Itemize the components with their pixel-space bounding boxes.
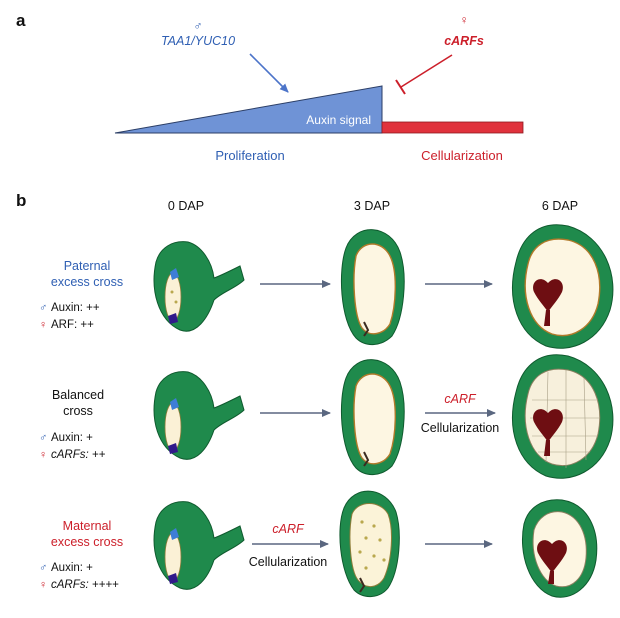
- row2-arrow2-bottom-label: Cellularization: [421, 421, 500, 435]
- auxin-signal-wedge: [114, 85, 383, 134]
- panel-b-label: b: [16, 191, 26, 210]
- row1-auxin-level: Auxin: ++: [51, 302, 100, 314]
- row2-title-line2: cross: [63, 404, 93, 418]
- activation-arrow: [249, 53, 289, 93]
- row2-title-line1: Balanced: [52, 388, 104, 402]
- row2-arf-level: cARFs: ++: [51, 449, 106, 461]
- inhibition-arrow: [400, 54, 453, 88]
- timepoint-0-dap: 0 DAP: [168, 199, 204, 213]
- row-maternal-excess: Maternal excess cross ♂ Auxin: + ♀ cARFs…: [39, 490, 598, 598]
- row3-auxin-level: Auxin: +: [51, 562, 93, 574]
- seed-6dap-row2: [512, 354, 614, 479]
- seed-0dap-row1: [153, 241, 245, 332]
- row3-female-symbol: ♀: [39, 579, 47, 591]
- row3-arf-level: cARFs: ++++: [51, 579, 119, 591]
- timepoint-3-dap: 3 DAP: [354, 199, 390, 213]
- row3-male-symbol: ♂: [39, 562, 47, 574]
- male-symbol-a: ♂: [194, 19, 203, 33]
- seed-6dap-row1: [512, 224, 614, 349]
- seed-0dap-row3: [153, 501, 245, 590]
- seed-3dap-row2: [340, 359, 405, 475]
- row1-arf-level: ARF: ++: [51, 319, 94, 331]
- seed-3dap-row3: [339, 490, 400, 597]
- timepoint-6-dap: 6 DAP: [542, 199, 578, 213]
- arf-bar: [381, 121, 524, 134]
- row3-arrow1-top-label: cARF: [272, 522, 305, 536]
- auxin-signal-label: Auxin signal: [306, 113, 371, 127]
- row-paternal-excess: Paternal excess cross ♂ Auxin: ++ ♀ ARF:…: [39, 224, 614, 349]
- cellularization-phase-label: Cellularization: [421, 148, 503, 163]
- row2-arrow2-top-label: cARF: [444, 392, 477, 406]
- paternal-genes-label: TAA1/YUC10: [161, 34, 235, 48]
- row2-auxin-level: Auxin: +: [51, 432, 93, 444]
- row3-title-line1: Maternal: [63, 519, 112, 533]
- seed-6dap-row3: [521, 499, 598, 598]
- inhibition-bar: [395, 79, 406, 95]
- row-balanced: Balanced cross ♂ Auxin: + ♀ cARFs: ++ cA…: [39, 354, 614, 479]
- row1-title-line2: excess cross: [51, 275, 123, 289]
- proliferation-label: Proliferation: [215, 148, 284, 163]
- row2-female-symbol: ♀: [39, 449, 47, 461]
- row1-title-line1: Paternal: [64, 259, 111, 273]
- seed-0dap-row2: [153, 371, 245, 460]
- seed-3dap-row1: [340, 229, 405, 345]
- maternal-genes-label: cARFs: [444, 34, 484, 48]
- panel-a-label: a: [16, 11, 26, 30]
- female-symbol-a: ♀: [460, 13, 469, 27]
- row3-arrow1-bottom-label: Cellularization: [249, 555, 328, 569]
- row1-male-symbol: ♂: [39, 302, 47, 314]
- row1-female-symbol: ♀: [39, 319, 47, 331]
- row3-title-line2: excess cross: [51, 535, 123, 549]
- row2-male-symbol: ♂: [39, 432, 47, 444]
